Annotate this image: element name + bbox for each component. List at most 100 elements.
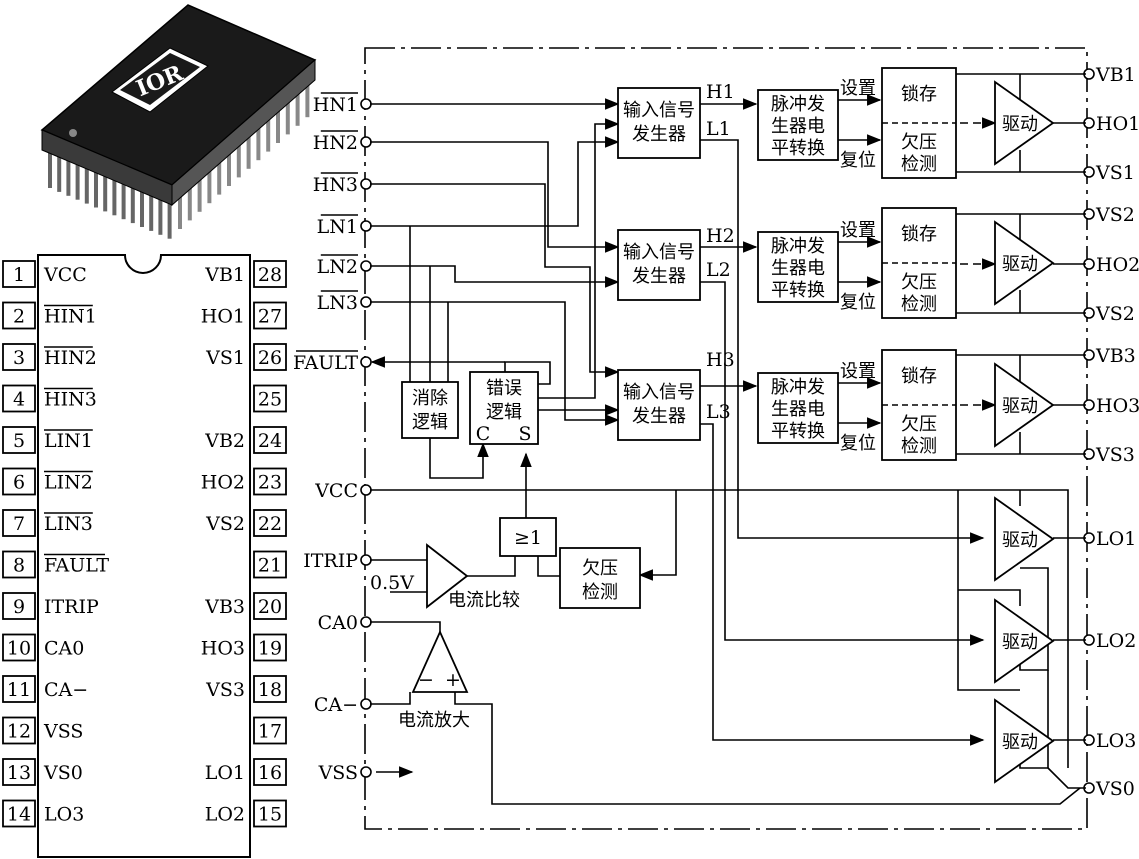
block-label: 生器电: [771, 399, 825, 420]
set-label: 设置: [840, 78, 876, 99]
terminal-label: HN3: [313, 174, 358, 196]
pin-name: VS1: [205, 347, 245, 369]
pinout-body: [37, 254, 251, 858]
uv-label: 检测: [901, 436, 937, 457]
left-terminals: HN1HN2HN3LN1LN2LN3FAULTVCCITRIPCA0CA−VSS…: [293, 92, 414, 784]
block-label: 检测: [582, 582, 618, 603]
current-amplifier: [411, 629, 469, 693]
block-label: 输入信号: [623, 382, 695, 403]
pin-name: VS2: [205, 513, 245, 535]
pin-number: 5: [13, 430, 25, 452]
pin-name: LO3: [44, 804, 84, 826]
terminal-label: LO1: [1096, 528, 1136, 550]
pin-name: HO2: [201, 472, 245, 494]
driver-label: 驱动: [1002, 114, 1038, 135]
pin-box: [253, 343, 287, 371]
high-side-driver-2: [994, 220, 1055, 306]
signal-label: L3: [706, 401, 731, 423]
driver-label: 驱动: [1002, 530, 1038, 551]
terminal-label: VB1: [1095, 64, 1136, 86]
uv-label: 欠压: [901, 132, 937, 153]
driver-label: 驱动: [1002, 396, 1038, 417]
plus-label: +: [445, 669, 461, 691]
terminal: [360, 616, 372, 628]
uv-label: 欠压: [901, 414, 937, 435]
pin-number: 21: [258, 555, 282, 577]
terminal-label: HO3: [1096, 395, 1139, 417]
pin-name: LIN2: [44, 472, 93, 494]
block-label: 生器电: [771, 258, 825, 279]
latch-label: 锁存: [901, 366, 937, 387]
latch-label: 锁存: [901, 224, 937, 245]
signal-label: L2: [706, 259, 731, 281]
block-label: 错误: [486, 378, 522, 399]
pin-number: 9: [13, 596, 25, 618]
pin-number: 2: [13, 306, 25, 328]
pin-number: 10: [7, 638, 31, 660]
signal-label: H2: [706, 225, 735, 247]
pin-number: 6: [13, 472, 25, 494]
terminal-label: CA−: [314, 694, 358, 716]
terminal-label: LO2: [1096, 630, 1136, 652]
pin-number: 26: [258, 347, 282, 369]
pin-name: ITRIP: [44, 596, 99, 618]
pin-number: 22: [258, 513, 282, 535]
pin-number: 3: [13, 347, 25, 369]
pin-box: [253, 716, 287, 745]
pin-number: 23: [258, 472, 282, 494]
function-blocks: 输入信号发生器输入信号发生器输入信号发生器脉冲发生器电平转换设置复位脉冲发生器电…: [398, 67, 1055, 784]
input-signal-generator-3: [617, 369, 701, 441]
block-label: 发生器: [632, 124, 686, 145]
terminal-label: VS2: [1095, 204, 1135, 226]
terminal: [360, 554, 372, 566]
pin-number: 20: [258, 596, 282, 618]
pin-box: [253, 799, 287, 828]
pin-box: [253, 550, 287, 579]
terminal-label: HN2: [313, 132, 358, 154]
terminal: [360, 356, 372, 368]
block-label: 平转换: [771, 280, 825, 301]
terminal: [360, 178, 372, 190]
pin-name: CA−: [44, 679, 88, 701]
pin-number: 11: [7, 679, 31, 701]
low-side-driver-3: [994, 698, 1055, 784]
pin-name: HO3: [201, 638, 245, 660]
chip-legs: [48, 83, 310, 239]
pin-box: [2, 301, 36, 330]
terminal-label: HO1: [1096, 113, 1139, 135]
pin-box: [2, 467, 36, 496]
reset-label: 复位: [840, 433, 876, 454]
pin-number: 17: [258, 721, 282, 743]
driver-label: 驱动: [1002, 632, 1038, 653]
pin-name: VB2: [204, 430, 245, 452]
high-side-driver-3: [994, 362, 1055, 448]
pin-number: 24: [258, 430, 282, 452]
terminal-label: LO3: [1096, 730, 1136, 752]
pin-number: 8: [13, 555, 25, 577]
terminal-label: VS1: [1095, 162, 1135, 184]
terminal-label: HO2: [1096, 254, 1139, 276]
pin-number: 14: [7, 804, 31, 826]
s-input-label: S: [518, 423, 531, 445]
pin-box: [253, 509, 287, 537]
pin-box: [2, 343, 36, 371]
terminal: [360, 220, 372, 232]
signal-label: L1: [706, 118, 731, 140]
pin-box: [253, 260, 287, 288]
ic-boundary: [364, 47, 1088, 830]
current-comparator: [426, 543, 469, 609]
pin-box: [253, 301, 287, 330]
pin-box: [2, 384, 36, 413]
reference-voltage-label: 0.5V: [370, 572, 414, 594]
block-label: 脉冲发: [771, 94, 825, 115]
terminal: [360, 98, 372, 110]
pin-name: FAULT: [44, 555, 109, 577]
block-label: 输入信号: [623, 100, 695, 121]
pin-box: [253, 633, 287, 662]
pin-box: [2, 260, 36, 288]
pin-name: HO1: [201, 306, 245, 328]
error-logic-block: [469, 371, 539, 445]
comparator-label: 电流比较: [448, 590, 520, 611]
